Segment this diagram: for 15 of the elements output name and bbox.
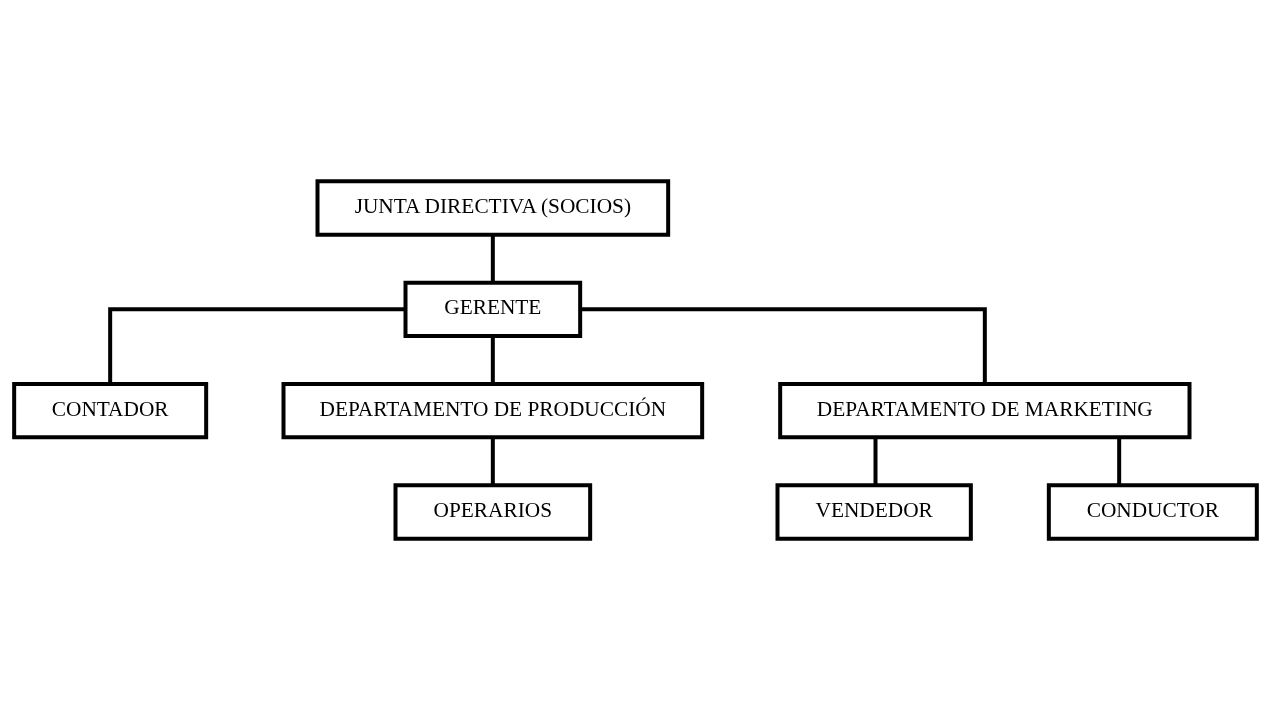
node-box: OPERARIOS xyxy=(393,482,593,541)
node-box: DEPARTAMENTO DE MARKETING xyxy=(778,381,1192,439)
connector xyxy=(108,306,406,383)
connector xyxy=(490,234,495,282)
connector xyxy=(580,306,987,383)
connector xyxy=(873,437,878,485)
connector xyxy=(1117,437,1122,485)
connector xyxy=(490,437,495,485)
node-box: DEPARTAMENTO DE PRODUCCIÓN xyxy=(281,381,705,439)
node-box: CONTADOR xyxy=(12,381,209,439)
node-box: CONDUCTOR xyxy=(1046,482,1259,541)
node-box: JUNTA DIRECTIVA (SOCIOS) xyxy=(315,178,671,237)
node-box: VENDEDOR xyxy=(775,482,973,541)
node-box: GERENTE xyxy=(403,280,583,338)
connector xyxy=(490,336,495,384)
